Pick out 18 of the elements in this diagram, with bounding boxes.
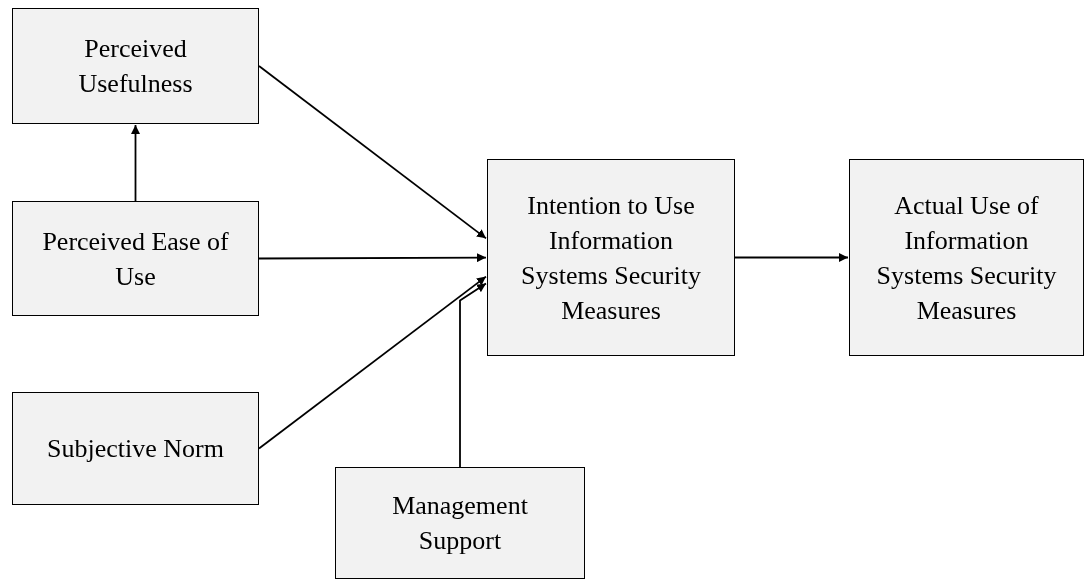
arrow — [258, 275, 487, 450]
box-label: Perceived Ease of Use — [41, 225, 230, 293]
process-box — [12, 392, 259, 505]
arrow — [258, 65, 487, 240]
process-box — [335, 467, 585, 579]
arrow — [258, 253, 487, 263]
arrow — [131, 124, 140, 202]
box-label: Actual Use of Information Systems Security Measures — [875, 189, 1058, 327]
arrow — [459, 282, 487, 468]
process-box — [12, 201, 259, 316]
process-box — [849, 159, 1084, 356]
box-label: Perceived Usefulness — [77, 33, 194, 100]
process-box — [12, 8, 259, 124]
box-label: Subjective Norm — [47, 433, 224, 465]
box-label: Intention to Use Information Systems Security Measures — [520, 189, 702, 327]
process-box — [487, 159, 735, 356]
box-label: Management Support — [391, 490, 529, 557]
arrow — [734, 253, 849, 262]
